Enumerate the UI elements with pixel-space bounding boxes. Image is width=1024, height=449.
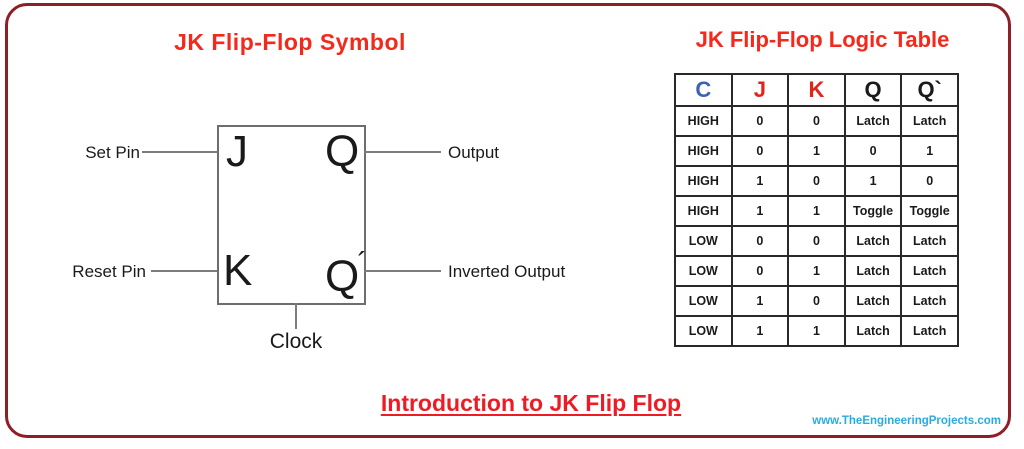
- table-cell: Toggle: [843, 195, 903, 227]
- logic-table-title-part2: Logic Table: [822, 27, 950, 52]
- inverted-output-label: Inverted Output: [448, 262, 566, 281]
- table-cell: Latch: [843, 105, 903, 137]
- table-cell: 1: [787, 315, 846, 347]
- table-cell: LOW: [674, 225, 733, 257]
- table-cell: 0: [730, 105, 790, 137]
- table-cell: HIGH: [674, 195, 733, 227]
- clock-label: Clock: [269, 330, 323, 353]
- intro-caption: Introduction to JK Flip Flop: [380, 390, 682, 416]
- reset-pin-wire: [151, 270, 217, 272]
- inverted-output-wire: [364, 270, 441, 272]
- table-cell: 1: [730, 165, 790, 197]
- flip-flop-box: [217, 125, 366, 305]
- table-cell: Latch: [843, 315, 903, 347]
- table-cell: 0: [787, 105, 846, 137]
- pin-label-q-bar: Q´: [325, 247, 368, 301]
- table-cell: 0: [730, 135, 790, 167]
- table-cell: 1: [900, 135, 959, 167]
- table-cell: HIGH: [674, 135, 733, 167]
- table-cell: 1: [843, 165, 903, 197]
- table-cell: Latch: [900, 105, 959, 137]
- table-cell: HIGH: [674, 165, 733, 197]
- table-cell: Toggle: [900, 195, 959, 227]
- pin-label-j: J: [226, 127, 248, 176]
- logic-table-col-header: J: [730, 73, 790, 107]
- logic-table-col-header: C: [674, 73, 733, 107]
- set-pin-wire: [142, 151, 217, 153]
- table-cell: Latch: [900, 285, 959, 317]
- logic-table-title: JK Flip-Flop Logic Table: [660, 27, 985, 53]
- table-cell: 1: [787, 195, 846, 227]
- table-cell: 1: [730, 285, 790, 317]
- table-cell: Latch: [843, 225, 903, 257]
- output-wire: [364, 151, 441, 153]
- table-cell: Latch: [900, 225, 959, 257]
- table-cell: LOW: [674, 315, 733, 347]
- table-cell: 0: [900, 165, 959, 197]
- table-cell: 0: [787, 285, 846, 317]
- table-cell: 0: [787, 165, 846, 197]
- logic-table-col-header: Q`: [900, 73, 959, 107]
- table-cell: 1: [787, 135, 846, 167]
- table-cell: 0: [787, 225, 846, 257]
- prime-mark: ´: [357, 247, 368, 280]
- reset-pin-label: Reset Pin: [72, 262, 146, 281]
- table-cell: Latch: [900, 255, 959, 287]
- logic-table-title-part1: JK Flip-Flop: [695, 27, 823, 52]
- output-label: Output: [448, 143, 500, 162]
- table-cell: Latch: [843, 285, 903, 317]
- table-cell: HIGH: [674, 105, 733, 137]
- table-cell: LOW: [674, 285, 733, 317]
- table-cell: 1: [787, 255, 846, 287]
- symbol-section-title: JK Flip-Flop Symbol: [174, 29, 406, 55]
- clock-wire: [295, 303, 297, 329]
- table-cell: 1: [730, 195, 790, 227]
- website-link: www.TheEngineeringProjects.com: [812, 415, 1001, 427]
- pin-label-q: Q: [325, 127, 360, 176]
- table-cell: Latch: [843, 255, 903, 287]
- table-cell: 0: [730, 255, 790, 287]
- table-cell: 0: [730, 225, 790, 257]
- pin-label-k: K: [223, 246, 253, 295]
- table-cell: LOW: [674, 255, 733, 287]
- table-cell: 0: [843, 135, 903, 167]
- set-pin-label: Set Pin: [85, 143, 140, 162]
- page-border-frame: [5, 3, 1011, 438]
- table-cell: Latch: [900, 315, 959, 347]
- logic-table-col-header: K: [787, 73, 846, 107]
- logic-table-col-header: Q: [843, 73, 903, 107]
- table-cell: 1: [730, 315, 790, 347]
